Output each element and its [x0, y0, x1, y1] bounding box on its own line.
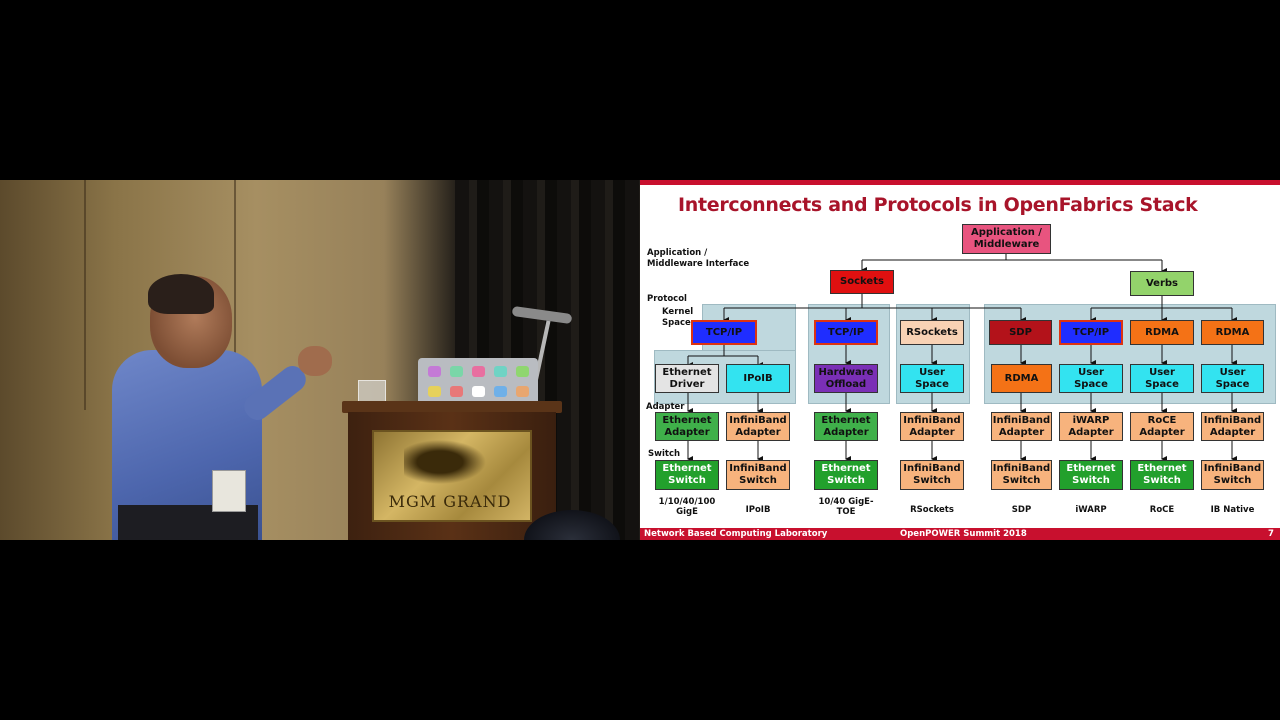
- footer-page-number: 7: [1268, 529, 1274, 539]
- box-rdma-sdp: RDMA: [991, 364, 1052, 393]
- box-ethernet-switch-3: Ethernet Switch: [1059, 460, 1123, 490]
- footer-ipoib: IPoIB: [745, 505, 771, 515]
- wall-panel: [0, 180, 86, 410]
- box-sdp: SDP: [989, 320, 1052, 345]
- box-user-space-2: User Space: [1059, 364, 1123, 393]
- box-ethernet-switch-4: Ethernet Switch: [1130, 460, 1194, 490]
- sticker: [428, 366, 441, 377]
- label-switch: Switch: [648, 449, 681, 459]
- sticker: [516, 386, 529, 397]
- connector-lines: [687, 253, 1237, 462]
- sticker: [494, 386, 507, 397]
- speaker-hair: [148, 274, 214, 314]
- box-rdma-2: RDMA: [1201, 320, 1264, 345]
- label-kernel-space: Kernel Space: [662, 307, 694, 328]
- box-ethernet-switch-2: Ethernet Switch: [814, 460, 878, 490]
- box-infiniband-adapter-4: InfiniBand Adapter: [1201, 412, 1264, 441]
- podium-top: [342, 401, 562, 413]
- footer-ib-native: IB Native: [1210, 505, 1255, 515]
- box-user-space-4: User Space: [1201, 364, 1264, 393]
- box-ipoib: IPoIB: [726, 364, 790, 393]
- box-application-middleware: Application / Middleware: [962, 224, 1051, 254]
- box-ethernet-adapter-1: Ethernet Adapter: [655, 412, 719, 441]
- slide-top-bar: [640, 180, 1280, 185]
- footer-iwarp: iWARP: [1075, 505, 1107, 515]
- label-app-interface: Application / Middleware Interface: [647, 248, 750, 269]
- box-infiniband-switch-1: InfiniBand Switch: [726, 460, 790, 490]
- box-tcpip-3: TCP/IP: [1059, 320, 1123, 345]
- laptop: [418, 358, 538, 404]
- box-infiniband-switch-4: InfiniBand Switch: [1201, 460, 1264, 490]
- box-roce-adapter: RoCE Adapter: [1130, 412, 1194, 441]
- label-protocol: Protocol: [647, 294, 687, 304]
- footer-toe: 10/40 GigE- TOE: [818, 497, 874, 517]
- speaker-hand: [298, 346, 332, 376]
- slide-footer-bar: Network Based Computing Laboratory OpenP…: [640, 528, 1280, 540]
- podium-sign: MGM GRAND: [388, 492, 512, 511]
- sticker: [494, 366, 507, 377]
- wall-panel: [84, 180, 236, 410]
- box-infiniband-switch-2: InfiniBand Switch: [900, 460, 964, 490]
- sticker: [450, 366, 463, 377]
- speaker-video: MGM GRAND: [0, 180, 640, 540]
- apple-logo-icon: [472, 386, 485, 397]
- box-hardware-offload: Hardware Offload: [814, 364, 878, 393]
- box-infiniband-switch-3: InfiniBand Switch: [991, 460, 1052, 490]
- box-ethernet-switch-1: Ethernet Switch: [655, 460, 719, 490]
- lion-logo-icon: [404, 436, 494, 488]
- box-tcpip-2: TCP/IP: [814, 320, 878, 345]
- sticker: [472, 366, 485, 377]
- name-badge: [212, 470, 246, 512]
- box-tcpip-1: TCP/IP: [691, 320, 757, 345]
- box-ethernet-driver: Ethernet Driver: [655, 364, 719, 393]
- footer-roce: RoCE: [1149, 505, 1175, 515]
- box-user-space-3: User Space: [1130, 364, 1194, 393]
- footer-lab-name: Network Based Computing Laboratory: [644, 529, 828, 539]
- box-infiniband-adapter-1: InfiniBand Adapter: [726, 412, 790, 441]
- footer-rsockets: RSockets: [910, 505, 954, 515]
- box-ethernet-adapter-2: Ethernet Adapter: [814, 412, 878, 441]
- box-infiniband-adapter-3: InfiniBand Adapter: [991, 412, 1052, 441]
- box-iwarp-adapter: iWARP Adapter: [1059, 412, 1123, 441]
- box-user-space-1: User Space: [900, 364, 964, 393]
- footer-gige: 1/10/40/100 GigE: [658, 497, 716, 517]
- label-adapter: Adapter: [646, 402, 685, 412]
- box-rdma-1: RDMA: [1130, 320, 1194, 345]
- sticker: [428, 386, 441, 397]
- box-verbs: Verbs: [1130, 271, 1194, 296]
- footer-event-name: OpenPOWER Summit 2018: [900, 529, 1027, 539]
- box-sockets: Sockets: [830, 270, 894, 294]
- presentation-slide: Interconnects and Protocols in OpenFabri…: [640, 180, 1280, 540]
- sticker: [450, 386, 463, 397]
- box-infiniband-adapter-2: InfiniBand Adapter: [900, 412, 964, 441]
- sticker: [516, 366, 529, 377]
- box-rsockets: RSockets: [900, 320, 964, 345]
- slide-title: Interconnects and Protocols in OpenFabri…: [678, 194, 1198, 216]
- footer-sdp: SDP: [1011, 505, 1032, 515]
